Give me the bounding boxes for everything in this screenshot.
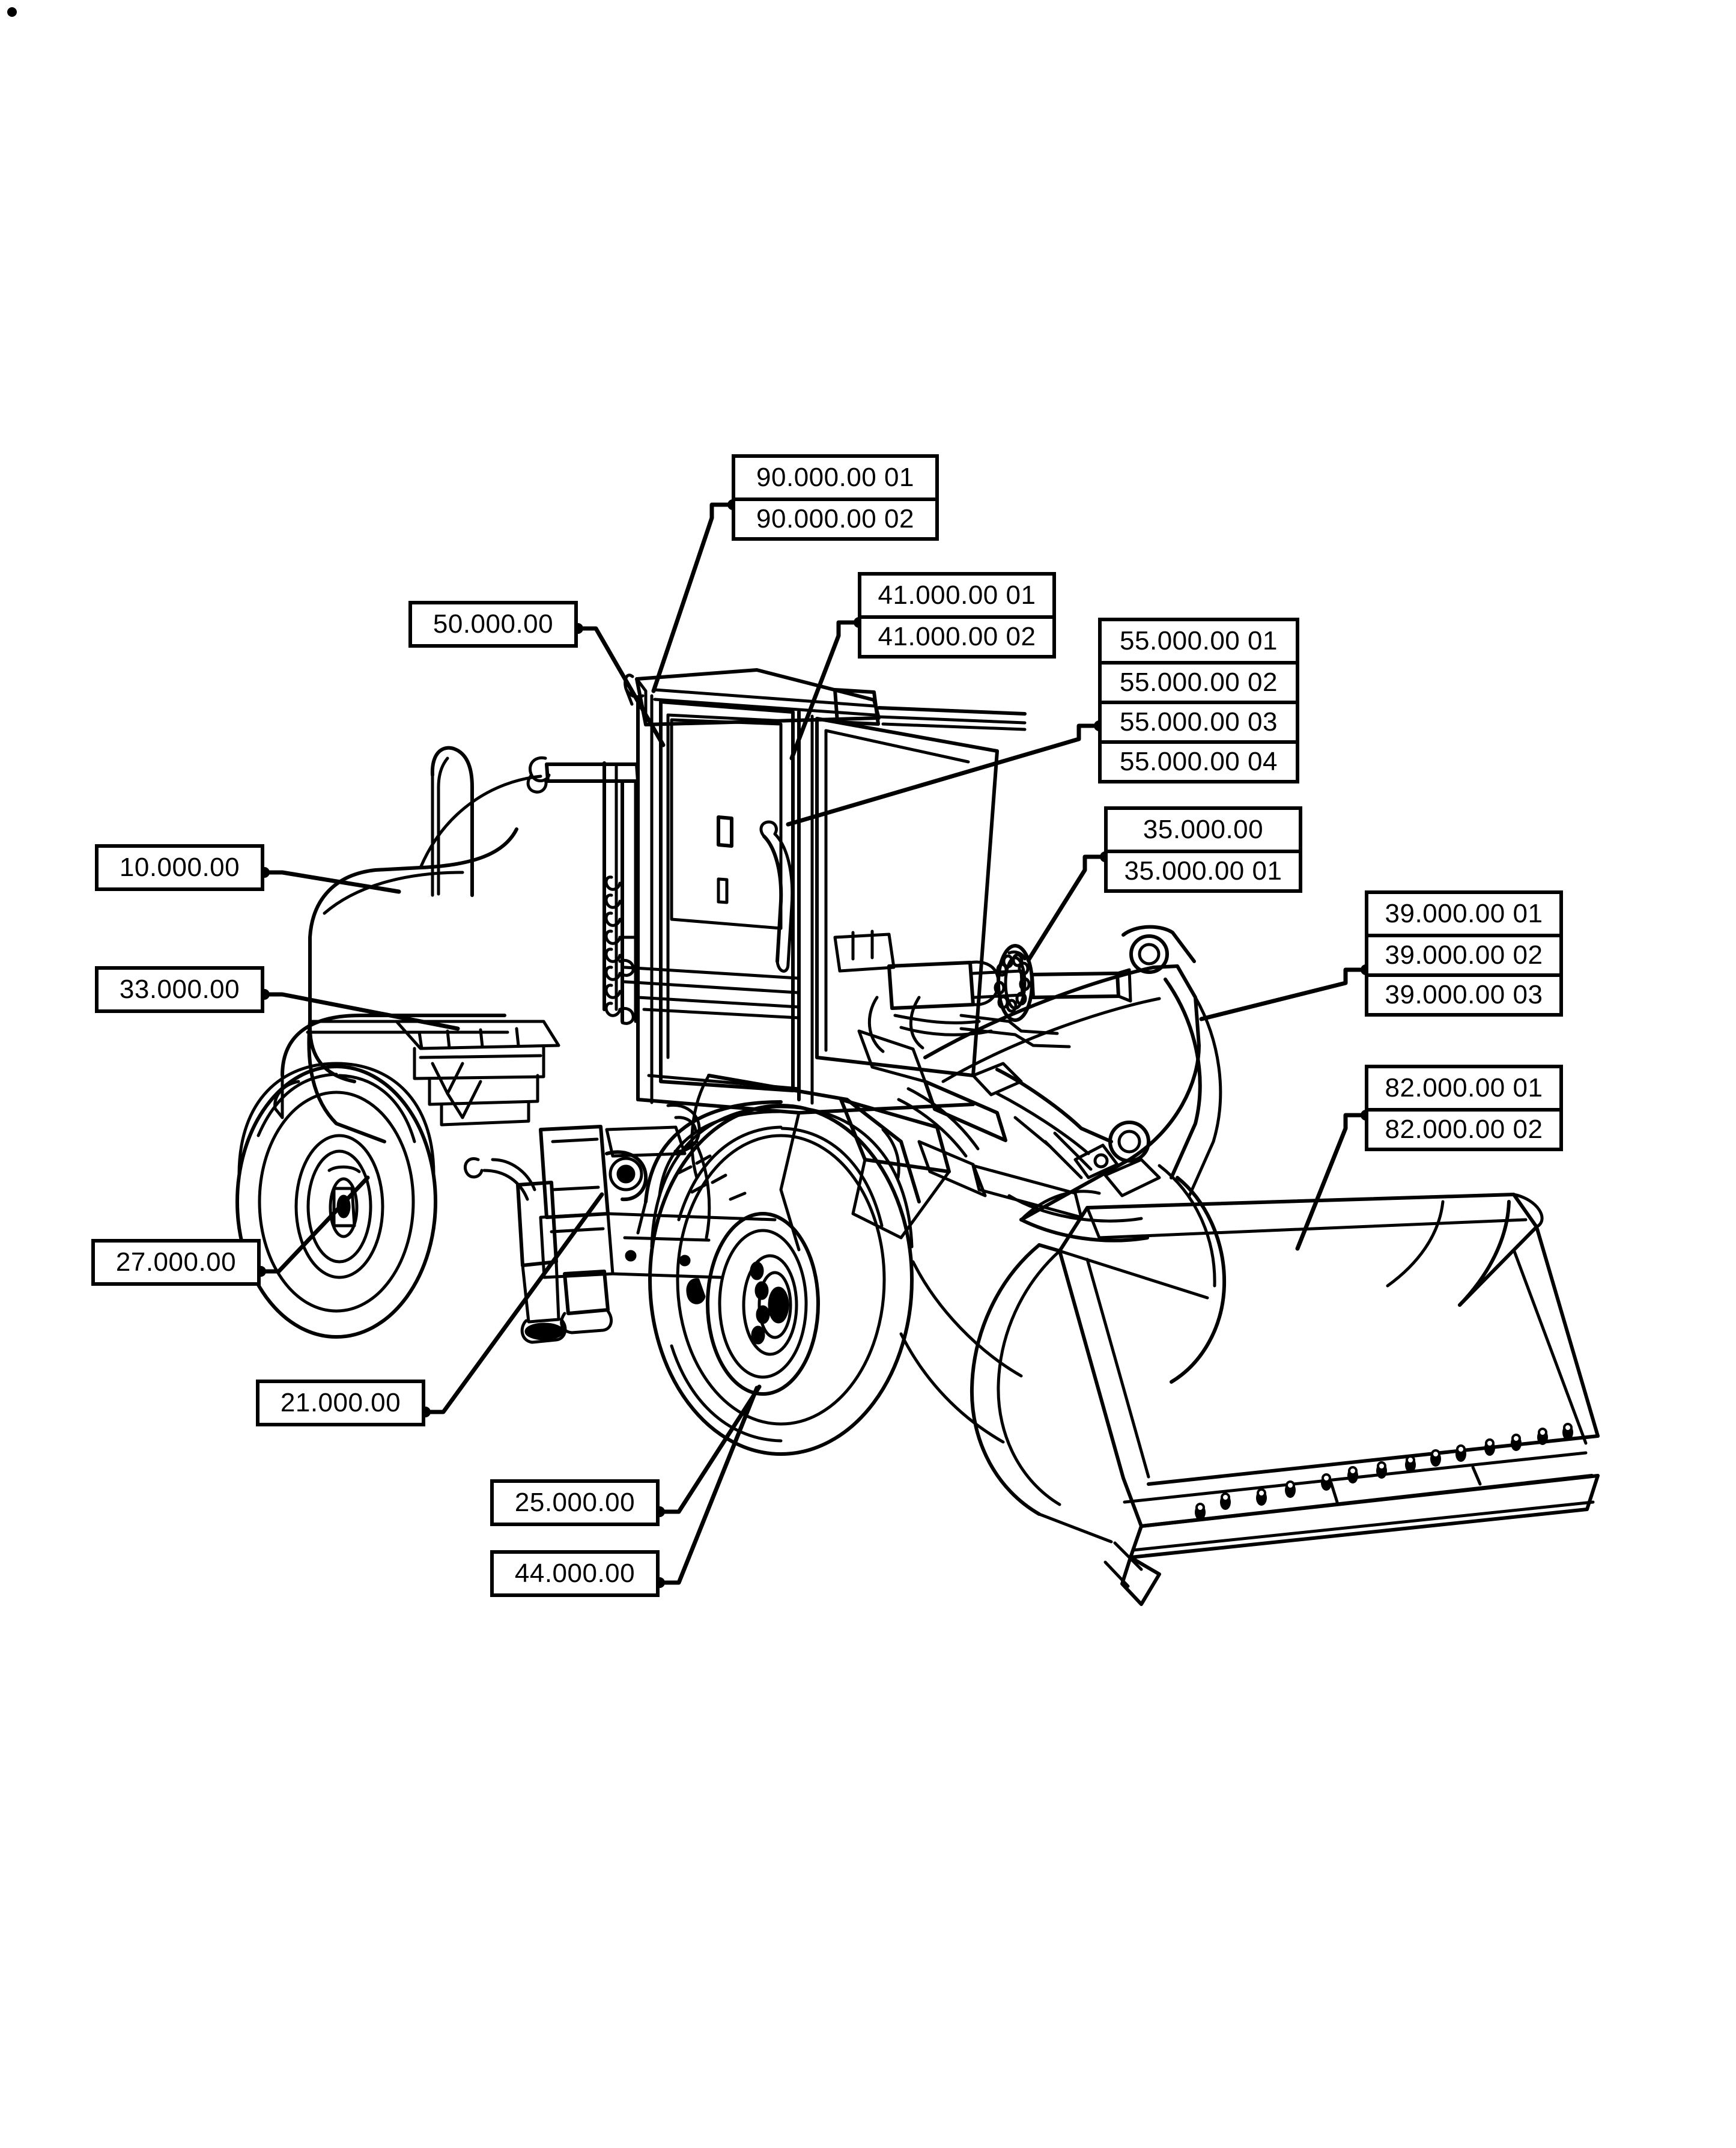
callout-row: 90.000.00 01 (735, 458, 935, 497)
callout-row: 35.000.00 (1108, 810, 1299, 850)
callout-row: 27.000.00 (95, 1243, 257, 1282)
leader-33 (262, 992, 460, 1031)
callout-row: 55.000.00 03 (1102, 701, 1296, 740)
leader-35 (1026, 854, 1106, 963)
callout-row: 25.000.00 (494, 1483, 656, 1523)
callout-row: 21.000.00 (259, 1383, 422, 1423)
callout-35-000-00[interactable]: 35.000.00 35.000.00 01 (1104, 806, 1302, 893)
scan-artifact-speck (7, 7, 17, 17)
callout-33-000-00[interactable]: 33.000.00 (95, 966, 264, 1013)
leader-50 (575, 626, 666, 747)
leader-82 (1295, 1113, 1367, 1251)
callout-row: 33.000.00 (99, 970, 261, 1009)
callout-row: 41.000.00 01 (861, 576, 1052, 615)
leader-90 (651, 502, 734, 693)
callout-row: 39.000.00 03 (1368, 973, 1559, 1013)
callout-row: 41.000.00 02 (861, 615, 1052, 655)
callout-21-000-00[interactable]: 21.000.00 (256, 1380, 425, 1426)
callout-44-000-00[interactable]: 44.000.00 (490, 1550, 660, 1597)
callout-row: 35.000.00 01 (1108, 850, 1299, 889)
leader-39 (1199, 967, 1367, 1021)
callout-41-000-00[interactable]: 41.000.00 01 41.000.00 02 (858, 572, 1056, 659)
callout-row: 55.000.00 01 (1102, 621, 1296, 661)
callout-39-000-00[interactable]: 39.000.00 01 39.000.00 02 39.000.00 03 (1365, 890, 1563, 1017)
callout-25-000-00[interactable]: 25.000.00 (490, 1479, 660, 1526)
callout-row: 55.000.00 04 (1102, 740, 1296, 780)
callout-row: 90.000.00 02 (735, 497, 935, 537)
callout-row: 55.000.00 02 (1102, 661, 1296, 701)
callout-row: 39.000.00 01 (1368, 894, 1559, 934)
callout-row: 39.000.00 02 (1368, 934, 1559, 973)
leader-44 (657, 1386, 759, 1585)
leader-21 (423, 1192, 604, 1414)
callout-55-000-00[interactable]: 55.000.00 01 55.000.00 02 55.000.00 03 5… (1098, 618, 1299, 783)
callout-row: 50.000.00 (412, 604, 574, 644)
callout-row: 44.000.00 (494, 1554, 656, 1593)
leader-25 (657, 1384, 762, 1514)
leader-10 (262, 870, 401, 894)
callout-50-000-00[interactable]: 50.000.00 (408, 601, 578, 648)
callout-10-000-00[interactable]: 10.000.00 (95, 844, 264, 891)
leader-55 (786, 723, 1100, 827)
callout-row: 82.000.00 01 (1368, 1068, 1559, 1108)
leader-27 (258, 1175, 370, 1274)
callout-90-000-00[interactable]: 90.000.00 01 90.000.00 02 (732, 454, 939, 541)
callout-row: 82.000.00 02 (1368, 1108, 1559, 1148)
callout-82-000-00[interactable]: 82.000.00 01 82.000.00 02 (1365, 1065, 1563, 1151)
callout-27-000-00[interactable]: 27.000.00 (91, 1239, 261, 1286)
leader-41 (789, 620, 860, 761)
callout-row: 10.000.00 (99, 848, 261, 887)
